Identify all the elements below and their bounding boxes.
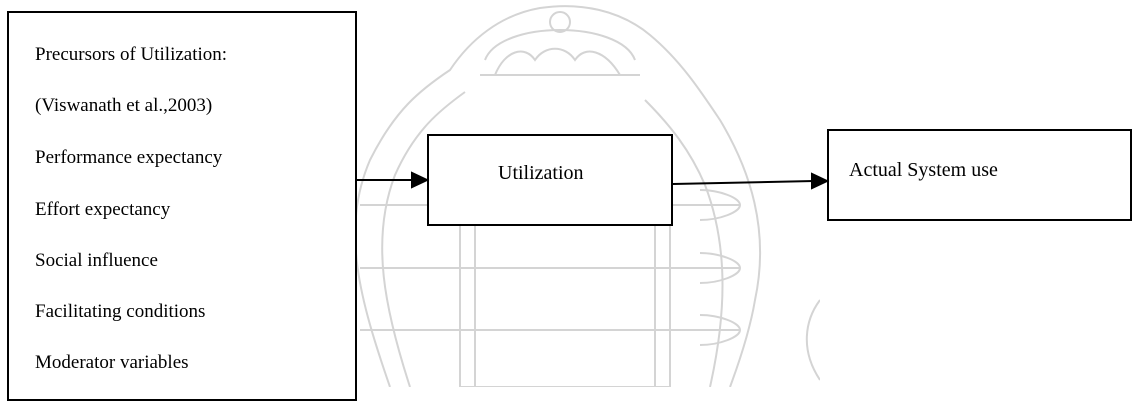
arrowhead-actual-use [811,172,830,190]
utilization-label: Utilization [498,162,584,184]
precursor-moderator-variables: Moderator variables [35,352,189,373]
arrow-utilization-to-actual-use [672,180,815,185]
precursors-title: Precursors of Utilization: [35,44,228,65]
precursor-effort-expectancy: Effort expectancy [35,199,171,220]
actual-system-use-box: Actual System use [827,129,1132,221]
precursor-social-influence: Social influence [35,250,158,271]
actual-system-use-label: Actual System use [849,159,998,181]
precursors-citation: (Viswanath et al.,2003) [35,95,213,116]
precursor-facilitating-conditions: Facilitating conditions [35,301,206,322]
precursor-performance-expectancy: Performance expectancy [35,147,223,168]
precursors-box: Precursors of Utilization: (Viswanath et… [7,11,357,401]
arrowhead-utilization [411,171,430,189]
utilization-box: Utilization [427,134,673,226]
